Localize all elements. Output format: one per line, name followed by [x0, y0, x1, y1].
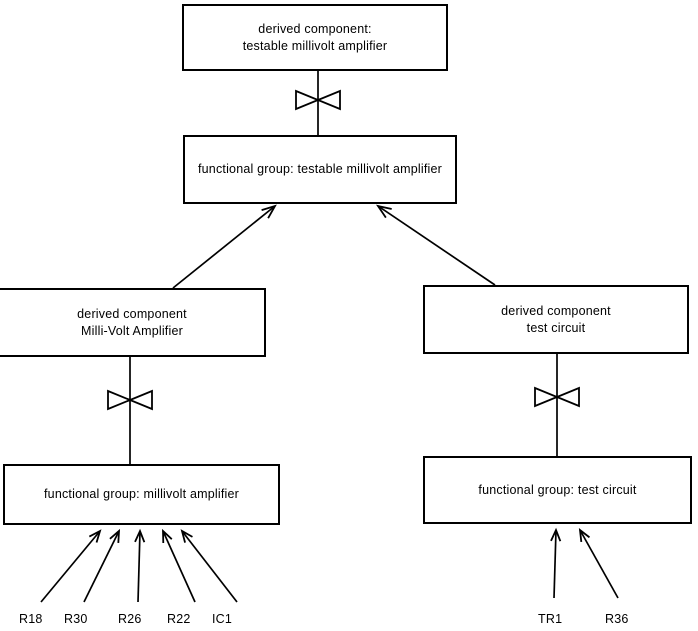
- arrow-millivolt-to-testable-arrowhead: [261, 204, 277, 219]
- leaf-tr1-line: [553, 529, 557, 599]
- realize-millivolt-bowtie-marker: [107, 389, 153, 411]
- node-fg-millivolt-amplifier[interactable]: functional group: millivolt amplifier: [3, 464, 280, 525]
- arrow-test-circuit-to-testable-line: [377, 205, 496, 286]
- leaf-r30-arrowhead-head: [109, 528, 121, 544]
- node-label-fg-test-circuit: functional group: test circuit: [478, 482, 637, 497]
- node-derived-testable-millivolt-amplifier[interactable]: derived component: testable millivolt am…: [182, 4, 448, 71]
- leaf-r18-arrowhead-head: [88, 529, 102, 543]
- leaf-r26-line: [137, 530, 141, 603]
- leaf-r18-arrowhead: [88, 529, 102, 543]
- leaf-label-leaf-r36: R36: [605, 612, 629, 626]
- realize-millivolt-bowtie-marker-right-triangle: [127, 389, 153, 411]
- node-label-derived-test-circuit: derived component test circuit: [501, 303, 611, 335]
- leaf-label-leaf-r18: R18: [19, 612, 43, 626]
- realize-test-circuit-bowtie-marker-left-triangle: [534, 386, 560, 408]
- leaf-r22-arrowhead-head: [162, 528, 173, 544]
- leaf-ic1-arrowhead-head: [180, 529, 193, 543]
- leaf-r18-line: [40, 530, 101, 603]
- arrow-test-circuit-to-testable-arrowhead: [375, 204, 392, 219]
- realize-test-circuit-bowtie-marker-right-triangle: [554, 386, 580, 408]
- leaf-label-leaf-r30: R30: [64, 612, 88, 626]
- realize-testable-bowtie-marker: [295, 89, 341, 111]
- leaf-label-leaf-r26: R26: [118, 612, 142, 626]
- leaf-r22-line: [162, 530, 196, 603]
- leaf-r36-arrowhead: [578, 527, 591, 543]
- node-derived-milli-volt-amplifier[interactable]: derived component Milli-Volt Amplifier: [0, 288, 266, 357]
- leaf-label-leaf-r22: R22: [167, 612, 191, 626]
- node-label-fg-millivolt-amplifier: functional group: millivolt amplifier: [44, 487, 239, 501]
- node-label-derived-testable-millivolt-amplifier: derived component: testable millivolt am…: [242, 21, 388, 53]
- node-label-fg-testable-millivolt-amplifier: functional group: testable millivolt amp…: [197, 162, 443, 176]
- leaf-ic1-line: [181, 530, 238, 603]
- leaf-r36-arrowhead-head: [578, 527, 591, 543]
- leaf-tr1-arrowhead-head: [550, 527, 562, 542]
- leaf-r36-line: [579, 529, 619, 599]
- realize-testable-bowtie-marker-right-triangle: [315, 89, 341, 111]
- leaf-r30-line: [83, 530, 120, 603]
- node-fg-test-circuit[interactable]: functional group: test circuit: [423, 456, 692, 524]
- realize-testable-bowtie-marker-left-triangle: [295, 89, 321, 111]
- leaf-label-leaf-ic1: IC1: [212, 612, 233, 626]
- leaf-r26-arrowhead-head: [134, 528, 146, 543]
- arrow-millivolt-to-testable-arrowhead-head: [261, 204, 277, 219]
- node-derived-test-circuit[interactable]: derived component test circuit: [423, 285, 689, 354]
- realize-millivolt-bowtie-marker-left-triangle: [107, 389, 133, 411]
- leaf-label-leaf-tr1: TR1: [538, 612, 563, 626]
- node-fg-testable-millivolt-amplifier[interactable]: functional group: testable millivolt amp…: [183, 135, 457, 204]
- arrow-test-circuit-to-testable-arrowhead-head: [375, 204, 392, 219]
- leaf-r30-arrowhead: [109, 528, 121, 544]
- leaf-r22-arrowhead: [162, 528, 173, 544]
- realize-test-circuit-bowtie-marker: [534, 386, 580, 408]
- leaf-tr1-arrowhead: [550, 527, 562, 542]
- arrow-millivolt-to-testable-line: [172, 205, 276, 289]
- leaf-r26-arrowhead: [134, 528, 146, 543]
- leaf-ic1-arrowhead: [180, 529, 193, 543]
- node-label-derived-milli-volt-amplifier: derived component Milli-Volt Amplifier: [77, 306, 187, 338]
